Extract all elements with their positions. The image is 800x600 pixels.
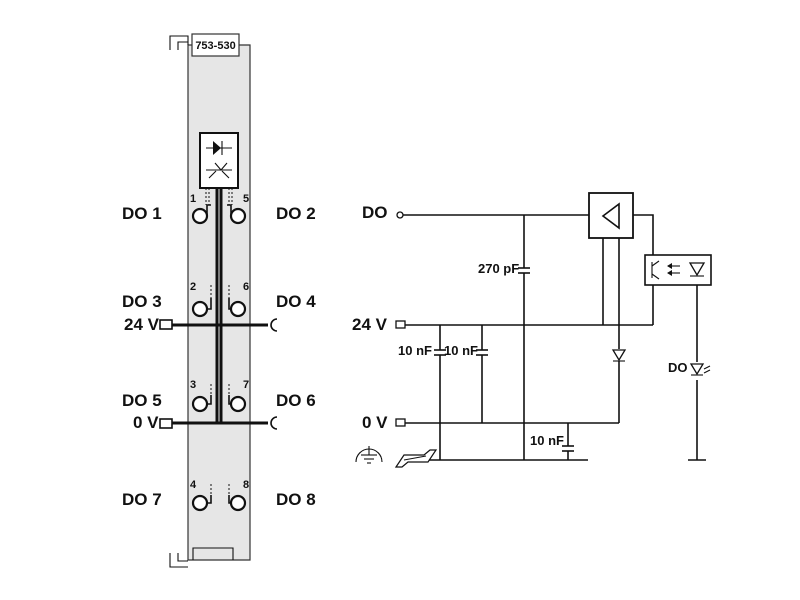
terminal-2[interactable] — [191, 300, 209, 318]
supply-0v-terminal[interactable] — [159, 418, 173, 429]
cap-10nf-c-label: 10 nF — [530, 433, 564, 448]
cap-270pf-label: 270 pF — [478, 261, 519, 276]
supply-24v-terminal[interactable] — [159, 319, 173, 330]
label-do6: DO 6 — [276, 391, 316, 410]
schematic-24v-label: 24 V — [352, 315, 388, 334]
label-24v: 24 V — [124, 315, 160, 334]
protection-diode-icon — [611, 349, 627, 362]
label-do8: DO 8 — [276, 490, 316, 509]
label-do2: DO 2 — [276, 204, 316, 223]
din-rail-icon — [394, 449, 438, 468]
terminal-8[interactable] — [229, 494, 247, 512]
terminal-4[interactable] — [191, 494, 209, 512]
module-top-latch — [169, 35, 189, 50]
pin-number: 4 — [190, 479, 197, 491]
cap-10nf-b-label: 10 nF — [444, 343, 478, 358]
label-do3: DO 3 — [122, 292, 162, 311]
internal-leads — [205, 188, 233, 498]
terminal-5[interactable] — [229, 207, 247, 225]
supply-0v-jumper — [270, 416, 278, 430]
part-number: 753-530 — [195, 40, 235, 52]
label-do1: DO 1 — [122, 204, 162, 223]
pin-number: 8 — [243, 479, 249, 491]
pin-number: 6 — [243, 281, 249, 293]
status-led-icon — [689, 363, 711, 376]
module-bottom-latch — [169, 547, 234, 568]
schematic-0v-terminal — [395, 418, 406, 427]
capacitor-270pf — [518, 267, 530, 274]
pin-number: 2 — [190, 281, 196, 293]
clamp-terminals — [191, 204, 247, 512]
amplifier-icon — [601, 202, 620, 230]
label-do7: DO 7 — [122, 490, 162, 509]
pin-number: 1 — [190, 193, 196, 205]
label-do4: DO 4 — [276, 292, 316, 311]
led-diode-icon — [688, 262, 706, 277]
terminal-7[interactable] — [229, 395, 247, 413]
light-arrows-icon — [667, 263, 680, 276]
pin-number: 7 — [243, 379, 249, 391]
part-number-box — [191, 33, 240, 57]
ground-icon — [355, 446, 383, 464]
led-do-label: DO — [668, 360, 688, 375]
pin-number: 3 — [190, 379, 196, 391]
circuit-schematic: DO DO — [352, 192, 712, 468]
terminal-1[interactable] — [191, 207, 209, 225]
terminal-6[interactable] — [229, 300, 247, 318]
pin-number: 5 — [243, 193, 249, 205]
optocoupler-block — [644, 254, 712, 286]
terminal-3[interactable] — [191, 395, 209, 413]
optocoupler-icon — [199, 132, 239, 189]
schematic-24v-terminal — [395, 320, 406, 329]
cap-10nf-a-label: 10 nF — [398, 343, 432, 358]
supply-24v-jumper — [270, 318, 278, 332]
phototransistor-icon — [651, 260, 660, 280]
label-do5: DO 5 — [122, 391, 162, 410]
label-0v: 0 V — [133, 413, 159, 432]
terminal-module: 753-530 — [122, 33, 316, 568]
do-input-node — [396, 211, 404, 219]
schematic-0v-label: 0 V — [362, 413, 388, 432]
schematic-do-label: DO — [362, 203, 388, 222]
